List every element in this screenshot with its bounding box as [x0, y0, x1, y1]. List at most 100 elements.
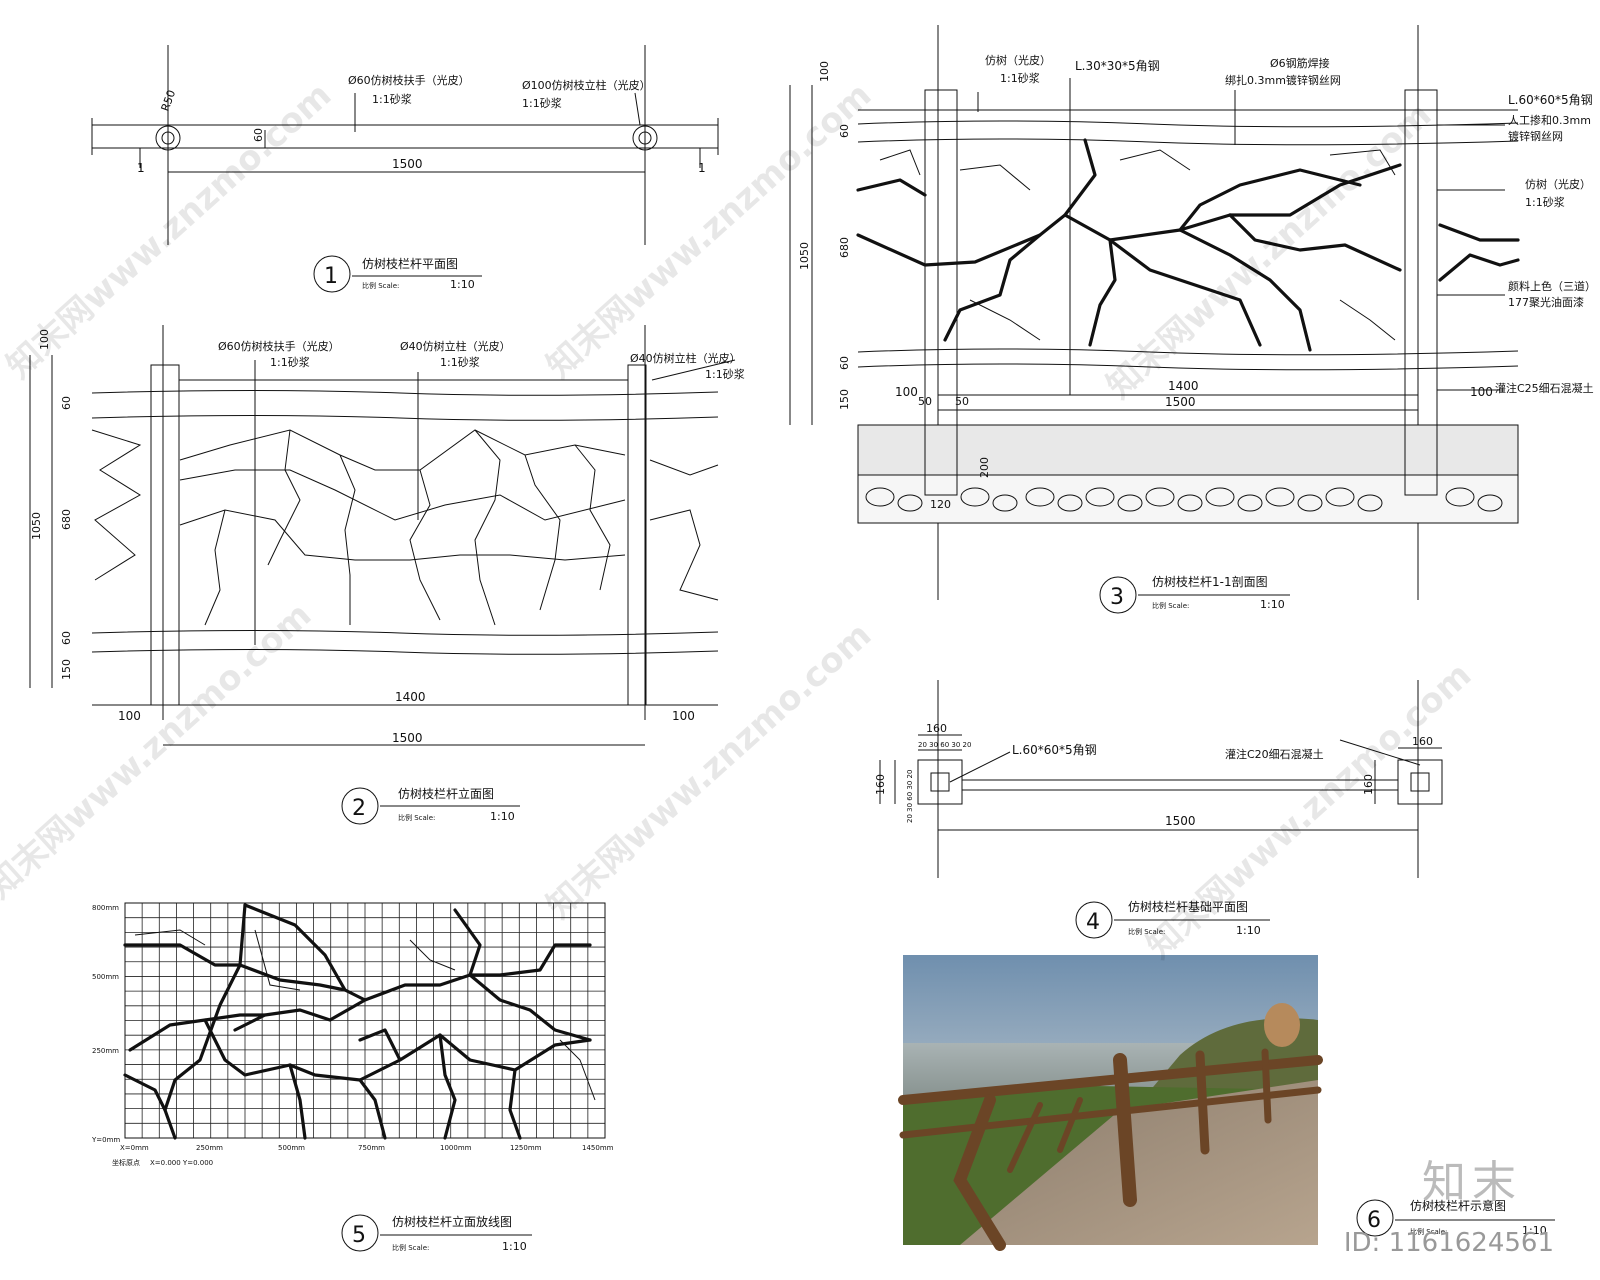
drawing-number-circle — [1099, 576, 1137, 614]
scale-value: 1:10 — [490, 810, 515, 823]
label-mortar: 1:1砂浆 — [372, 92, 412, 106]
axis-label-y: Y=0mm — [91, 1136, 120, 1144]
axis-label-y: 800mm — [92, 904, 119, 912]
label: L.60*60*5角钢 — [1508, 93, 1593, 107]
dim: 60 — [838, 124, 851, 138]
dim-span: 1500 — [1165, 395, 1196, 409]
axis-label-x: 250mm — [196, 1144, 223, 1152]
footing-left — [917, 759, 963, 805]
drawing-title: 仿树枝栏杆1-1剖面图 — [1152, 574, 1268, 589]
drawing-6-photo: 6 仿树枝栏杆示意图 比例 Scale: 1:10 — [898, 955, 1555, 1251]
drawing-4-foundation-plan: 160 160 20 30 60 30 20 160 20 30 60 30 2… — [874, 680, 1443, 939]
label: 颜料上色（三道） — [1508, 279, 1596, 293]
label: 镀锌钢丝网 — [1508, 129, 1563, 143]
scale-value: 1:10 — [1236, 924, 1261, 937]
label-mortar: 1:1砂浆 — [270, 355, 310, 369]
dim: 60 — [838, 356, 851, 370]
label: L.30*30*5角钢 — [1075, 59, 1160, 73]
dim-sub: 20 30 60 30 20 — [918, 741, 971, 749]
photo-pavement — [960, 1080, 1318, 1245]
drawing-number: 3 — [1110, 585, 1124, 610]
watermark: 知末网www.znzmo.com — [539, 75, 879, 387]
watermark: 知末网www.znzmo.com — [0, 595, 319, 907]
axis-label-x: 1250mm — [510, 1144, 542, 1152]
watermark: 知末网www.znzmo.com — [539, 615, 879, 927]
dim: 100 — [895, 385, 918, 399]
axis-label-x: 500mm — [278, 1144, 305, 1152]
drawing-5-setting-out-grid: 800mm 500mm 250mm Y=0mm X=0mm 250mm 500m… — [91, 902, 614, 1253]
dim-span: 1500 — [1165, 814, 1196, 828]
scale-value: 1:10 — [1260, 598, 1285, 611]
dim-inner: 1400 — [395, 690, 426, 704]
photo-railing — [898, 1048, 1323, 1251]
label: 绑扎0.3mm镀锌钢丝网 — [1225, 73, 1341, 87]
dim: 100 — [1470, 385, 1493, 399]
dim: 150 — [60, 659, 73, 680]
footing-right — [1397, 759, 1443, 805]
dim: 50 — [955, 395, 969, 408]
post-right — [627, 364, 647, 706]
dim-side: 100 — [118, 709, 141, 723]
post-right-symbol — [632, 125, 658, 151]
dim: 200 — [978, 457, 991, 478]
dim: 160 — [1362, 774, 1375, 795]
drawing-number: 6 — [1367, 1208, 1381, 1233]
dim-side: 100 — [672, 709, 695, 723]
scale-label: 比例 Scale: — [398, 813, 435, 822]
label-handrail: Ø60仿树枝扶手（光皮） — [348, 73, 470, 87]
drawing-title: 仿树枝栏杆基础平面图 — [1128, 899, 1248, 914]
drawing-number-circle — [1075, 901, 1113, 939]
axis-label-y: 250mm — [92, 1047, 119, 1055]
dim-inner: 1400 — [1168, 379, 1199, 393]
dim-total: 1050 — [798, 242, 811, 270]
drawing-number-circle — [1356, 1199, 1394, 1237]
drawing-number: 5 — [352, 1223, 366, 1248]
scale-label: 比例 Scale: — [362, 281, 399, 290]
top-rail — [857, 120, 1519, 128]
label-handrail: Ø60仿树枝扶手（光皮） — [218, 339, 340, 353]
drawing-number: 2 — [352, 796, 366, 821]
scale-label: 比例 Scale: — [392, 1243, 429, 1252]
watermark: 知末网www.znzmo.com — [1139, 655, 1479, 967]
dim-span: 1500 — [392, 157, 423, 171]
label: Ø6钢筋焊接 — [1270, 56, 1330, 70]
label-concrete: 灌注C20细石混凝土 — [1225, 747, 1324, 761]
dim: 60 — [60, 396, 73, 410]
drawing-2-elevation: 100 60 680 60 150 1050 1400 100 100 1500… — [29, 325, 745, 825]
label-mortar: 1:1砂浆 — [522, 96, 562, 110]
scale-value: 1:10 — [450, 278, 475, 291]
bottom-rail — [91, 630, 719, 636]
axis-label-y: 500mm — [92, 973, 119, 981]
drawing-title: 仿树枝栏杆立面放线图 — [392, 1214, 512, 1229]
dim: 160 — [1412, 735, 1433, 748]
post-left-symbol — [155, 125, 181, 151]
dim-sub: 20 30 60 30 20 — [906, 770, 914, 823]
dim-60: 60 — [252, 128, 265, 142]
image-id: ID: 1161624561 — [1343, 1228, 1554, 1258]
label-post: Ø100仿树枝立柱（光皮） — [522, 78, 651, 92]
label: 灌注C25细石混凝土 — [1495, 381, 1594, 395]
origin-note: 坐标原点 — [112, 1158, 140, 1167]
label-mortar: 1:1砂浆 — [440, 355, 480, 369]
drawing-number-circle — [341, 787, 379, 825]
branch-pattern — [123, 903, 596, 1140]
scale-label: 比例 Scale: — [1410, 1227, 1447, 1236]
section-mark: 1 — [137, 161, 145, 175]
drawing-number: 1 — [324, 264, 338, 289]
label: 仿树（光皮） — [1525, 177, 1591, 191]
axis-label-x: 1000mm — [440, 1144, 472, 1152]
top-rail — [91, 390, 719, 396]
drawing-3-section: 100 60 680 60 150 1050 100 50 50 1400 15… — [789, 25, 1596, 614]
drawing-title: 仿树枝栏杆示意图 — [1410, 1198, 1506, 1213]
dim: 160 — [874, 774, 887, 795]
dim: 680 — [60, 509, 73, 530]
section-mark: 1 — [698, 161, 706, 175]
label: 1:1砂浆 — [1000, 71, 1040, 85]
dim: 120 — [930, 498, 951, 511]
label-infill: Ø40仿树立柱（光皮） — [400, 339, 511, 353]
scale-label: 比例 Scale: — [1128, 927, 1165, 936]
dim: 160 — [926, 722, 947, 735]
label-mortar: 1:1砂浆 — [705, 367, 745, 381]
axis-label-x: 750mm — [358, 1144, 385, 1152]
